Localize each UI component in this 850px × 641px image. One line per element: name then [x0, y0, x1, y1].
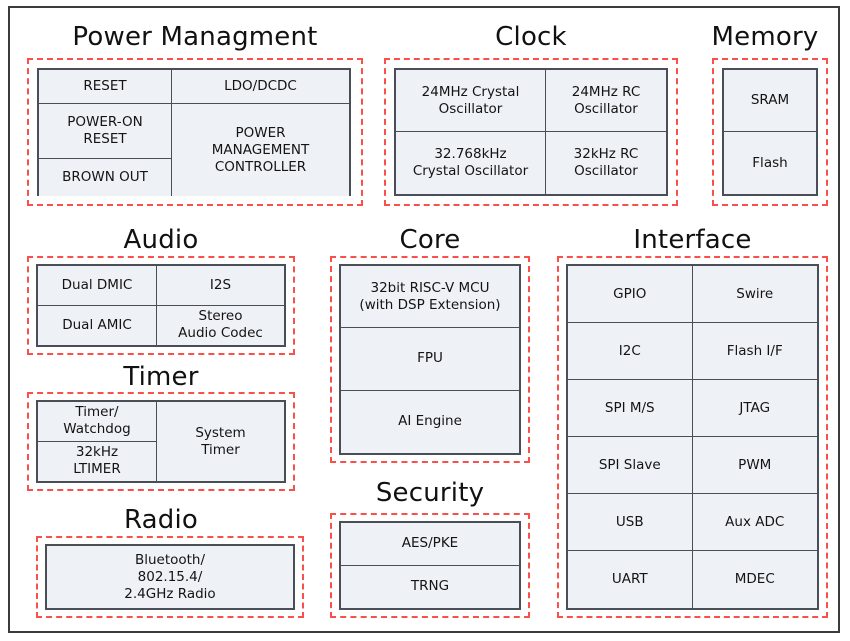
- block-32khz-ltimer[interactable]: 32kHz LTIMER: [38, 441, 157, 481]
- block-dual-amic[interactable]: Dual AMIC: [38, 305, 157, 345]
- block-spi-slave[interactable]: SPI Slave: [568, 437, 693, 494]
- group-security: [330, 513, 530, 618]
- block-power-on-reset[interactable]: POWER-ON RESET: [39, 104, 172, 159]
- group-radio: [36, 536, 304, 618]
- group-timer: [27, 392, 295, 491]
- block-spi-master-slave[interactable]: SPI M/S: [568, 380, 693, 437]
- group-interface: [557, 256, 828, 618]
- block-usb[interactable]: USB: [568, 494, 693, 551]
- block-reset[interactable]: RESET: [39, 70, 172, 104]
- block-bluetooth-radio[interactable]: Bluetooth/ 802.15.4/ 2.4GHz Radio: [47, 546, 293, 608]
- block-jtag[interactable]: JTAG: [692, 380, 817, 437]
- grid-timer: Timer/ Watchdog System Timer 32kHz LTIME…: [36, 400, 286, 483]
- block-24mhz-crystal-oscillator[interactable]: 24MHz Crystal Oscillator: [396, 70, 546, 132]
- block-24mhz-rc-oscillator[interactable]: 24MHz RC Oscillator: [546, 70, 666, 132]
- grid-security: AES/PKE TRNG: [339, 521, 521, 610]
- grid-interface: GPIO Swire I2C Flash I/F SPI M/S JTAG SP…: [566, 264, 819, 610]
- block-aes-pke[interactable]: AES/PKE: [341, 523, 519, 566]
- block-timer-watchdog[interactable]: Timer/ Watchdog: [38, 402, 157, 442]
- block-mdec[interactable]: MDEC: [692, 551, 817, 608]
- block-flash[interactable]: Flash: [724, 132, 816, 194]
- block-stereo-audio-codec[interactable]: Stereo Audio Codec: [157, 305, 284, 345]
- block-pwm[interactable]: PWM: [692, 437, 817, 494]
- block-flash-if[interactable]: Flash I/F: [692, 323, 817, 380]
- group-power-management: [27, 58, 363, 206]
- block-32768khz-crystal-oscillator[interactable]: 32.768kHz Crystal Oscillator: [396, 132, 546, 194]
- block-ai-engine[interactable]: AI Engine: [341, 390, 519, 453]
- block-system-timer[interactable]: System Timer: [157, 402, 284, 481]
- block-riscv-mcu[interactable]: 32bit RISC-V MCU (with DSP Extension): [341, 266, 519, 329]
- block-power-management-controller[interactable]: POWER MANAGEMENT CONTROLLER: [172, 104, 349, 196]
- group-memory: [712, 58, 828, 206]
- grid-core: 32bit RISC-V MCU (with DSP Extension) FP…: [339, 264, 521, 455]
- section-title-timer: Timer: [123, 362, 199, 392]
- grid-power-management: RESET LDO/DCDC POWER-ON RESET POWER MANA…: [37, 68, 351, 196]
- group-core: [330, 256, 530, 463]
- block-uart[interactable]: UART: [568, 551, 693, 608]
- block-32khz-rc-oscillator[interactable]: 32kHz RC Oscillator: [546, 132, 666, 194]
- section-title-radio: Radio: [123, 505, 199, 535]
- section-title-power-management: Power Managment: [72, 22, 318, 52]
- section-title-memory: Memory: [711, 22, 819, 52]
- section-title-security: Security: [375, 478, 485, 508]
- block-i2c[interactable]: I2C: [568, 323, 693, 380]
- grid-clock: 24MHz Crystal Oscillator 24MHz RC Oscill…: [394, 68, 668, 196]
- grid-radio: Bluetooth/ 802.15.4/ 2.4GHz Radio: [45, 544, 295, 610]
- block-dual-dmic[interactable]: Dual DMIC: [38, 266, 157, 306]
- block-ldo-dcdc[interactable]: LDO/DCDC: [172, 70, 349, 104]
- block-brown-out[interactable]: BROWN OUT: [39, 159, 172, 196]
- section-title-interface: Interface: [633, 225, 752, 255]
- block-aux-adc[interactable]: Aux ADC: [692, 494, 817, 551]
- block-gpio[interactable]: GPIO: [568, 266, 693, 323]
- block-swire[interactable]: Swire: [692, 266, 817, 323]
- block-trng[interactable]: TRNG: [341, 565, 519, 608]
- group-audio: [27, 256, 295, 355]
- grid-memory: SRAM Flash: [722, 68, 818, 196]
- block-fpu[interactable]: FPU: [341, 328, 519, 391]
- section-title-audio: Audio: [123, 225, 199, 255]
- block-sram[interactable]: SRAM: [724, 70, 816, 132]
- block-i2s[interactable]: I2S: [157, 266, 284, 306]
- group-clock: [384, 58, 678, 206]
- grid-audio: Dual DMIC I2S Dual AMIC Stereo Audio Cod…: [36, 264, 286, 347]
- section-title-clock: Clock: [495, 22, 567, 52]
- section-title-core: Core: [399, 225, 461, 255]
